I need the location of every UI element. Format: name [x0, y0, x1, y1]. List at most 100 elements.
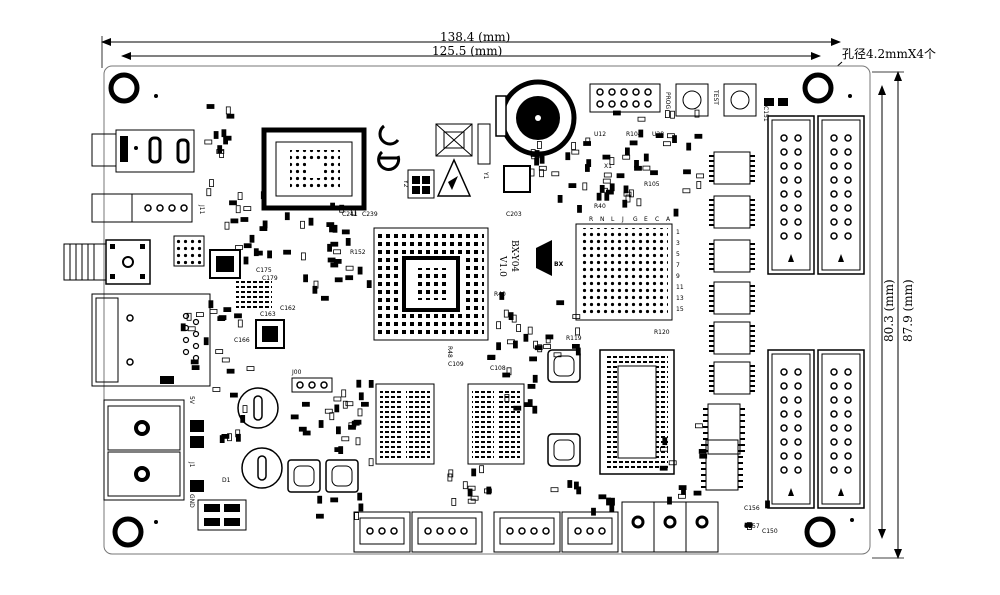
height-holes-label: 80.3 (mm): [882, 279, 896, 342]
ball-col-label: C: [655, 216, 659, 223]
label-c162: C162: [280, 305, 296, 312]
label-j11: J11: [198, 204, 205, 215]
antenna-sma-connector: [63, 239, 151, 285]
idc-header: [817, 115, 865, 275]
label-c179: C179: [262, 275, 278, 282]
ball-row-label: 13: [676, 295, 684, 302]
memory-chip-socket: [261, 127, 367, 211]
phy-chips: [173, 235, 285, 349]
crystal-y1: Y1 Y2: [402, 123, 531, 199]
label-r105: R105: [644, 181, 660, 188]
label-d1: D1: [222, 477, 231, 484]
idc-header: [767, 115, 815, 275]
ball-row-label: 5: [676, 251, 680, 258]
label-c203: C203: [506, 211, 522, 218]
connector-j11: J11: [91, 193, 205, 223]
mounting-holes: [108, 72, 854, 548]
dimension-height-total: 87.9 (mm): [872, 71, 915, 559]
ethernet-rj45-connector: [91, 293, 211, 387]
label-r152: R152: [350, 249, 366, 256]
bottom-connectors: [353, 501, 719, 553]
label-c150: C150: [762, 528, 778, 535]
label-r120: R120: [654, 329, 670, 336]
label-c163: C163: [260, 311, 276, 318]
label-c151: C151: [762, 106, 769, 122]
dimension-width-holes: 125.5 (mm): [121, 44, 821, 60]
ball-row-label: 15: [676, 306, 684, 313]
driver-ic-column: [701, 151, 755, 491]
label-gnd: GND: [188, 494, 195, 508]
push-buttons: TEST: [675, 83, 788, 117]
driver-ic: [709, 195, 755, 229]
dimension-height-holes: 80.3 (mm): [878, 85, 896, 539]
label-j1: J1: [188, 461, 195, 468]
label-ic-name: BX-Y04: [509, 240, 519, 272]
ball-row-label: 3: [676, 240, 680, 247]
label-r48: R48: [446, 346, 453, 358]
flash-chip: [599, 349, 675, 475]
driver-ic: [709, 151, 755, 185]
width-holes-label: 125.5 (mm): [432, 44, 502, 58]
mounting-hole-top-left: [108, 72, 140, 104]
label-prog: PROG: [664, 92, 671, 110]
main-processor-bga: [373, 227, 489, 341]
hole-note-label: 孔径4.2mmX4个: [842, 47, 936, 61]
header-j00: J00: [291, 369, 333, 393]
warning-symbols: [377, 123, 473, 197]
board-outline: [103, 65, 871, 555]
label-ic-ver: V1.0: [497, 255, 507, 277]
label-x1: X1: [604, 163, 612, 170]
ball-row-label: 1: [676, 229, 680, 236]
idc-header: [767, 349, 815, 509]
idc-header: [817, 349, 865, 509]
label-u12: U12: [594, 131, 606, 138]
driver-ic: [709, 361, 755, 395]
ball-row-label: 7: [676, 262, 680, 269]
component-labels: C150 C156 C157 C151 R104 R105 R120 R119 …: [234, 106, 778, 535]
ball-col-label: J: [621, 216, 624, 223]
ball-col-label: E: [644, 216, 648, 223]
label-c166: C166: [234, 337, 250, 344]
driver-ic: [709, 321, 755, 355]
idc-headers: [767, 115, 865, 509]
label-c175: C175: [256, 267, 272, 274]
electrolytic-capacitors: D1: [222, 387, 283, 489]
power-fuse-blocks: [190, 420, 247, 531]
height-total-label: 87.9 (mm): [901, 279, 915, 342]
ball-col-label: R: [589, 216, 593, 223]
power-inductors: [287, 349, 581, 493]
driver-ic: [709, 281, 755, 315]
ball-col-label: A: [666, 216, 671, 223]
power-connector-j1: 5V J1 GND: [103, 396, 195, 508]
width-total-label: 138.4 (mm): [440, 30, 510, 44]
label-c109: C109: [448, 361, 464, 368]
mounting-hole-bottom-left: [112, 516, 144, 548]
label-c241: C241: [342, 211, 358, 218]
ball-row-label: 9: [676, 273, 680, 280]
label-r119: R119: [566, 335, 582, 342]
label-j00: J00: [291, 369, 302, 376]
ball-col-label: G: [633, 216, 638, 223]
label-test: TEST: [712, 89, 719, 105]
mounting-hole-top-right: [802, 72, 834, 104]
label-y1: Y1: [482, 171, 489, 180]
ball-col-label: L: [611, 216, 615, 223]
label-c156: C156: [744, 505, 760, 512]
prog-header: PROG: [589, 83, 671, 113]
dimension-width-total: 138.4 (mm): [101, 30, 841, 68]
ball-col-label: N: [600, 216, 605, 223]
label-r40: R40: [594, 203, 606, 210]
label-c108: C108: [490, 365, 506, 372]
audio-jack-connector: [91, 129, 195, 173]
memory-modules: [375, 383, 525, 465]
svg-text:BX: BX: [554, 261, 564, 268]
label-c239: C239: [362, 211, 378, 218]
label-y2: Y2: [402, 179, 409, 188]
smd-passives: [180, 104, 770, 530]
label-5v: 5V: [188, 396, 195, 405]
ball-row-label: 11: [676, 284, 684, 291]
label-r104: R104: [626, 131, 642, 138]
driver-ic: [709, 239, 755, 273]
